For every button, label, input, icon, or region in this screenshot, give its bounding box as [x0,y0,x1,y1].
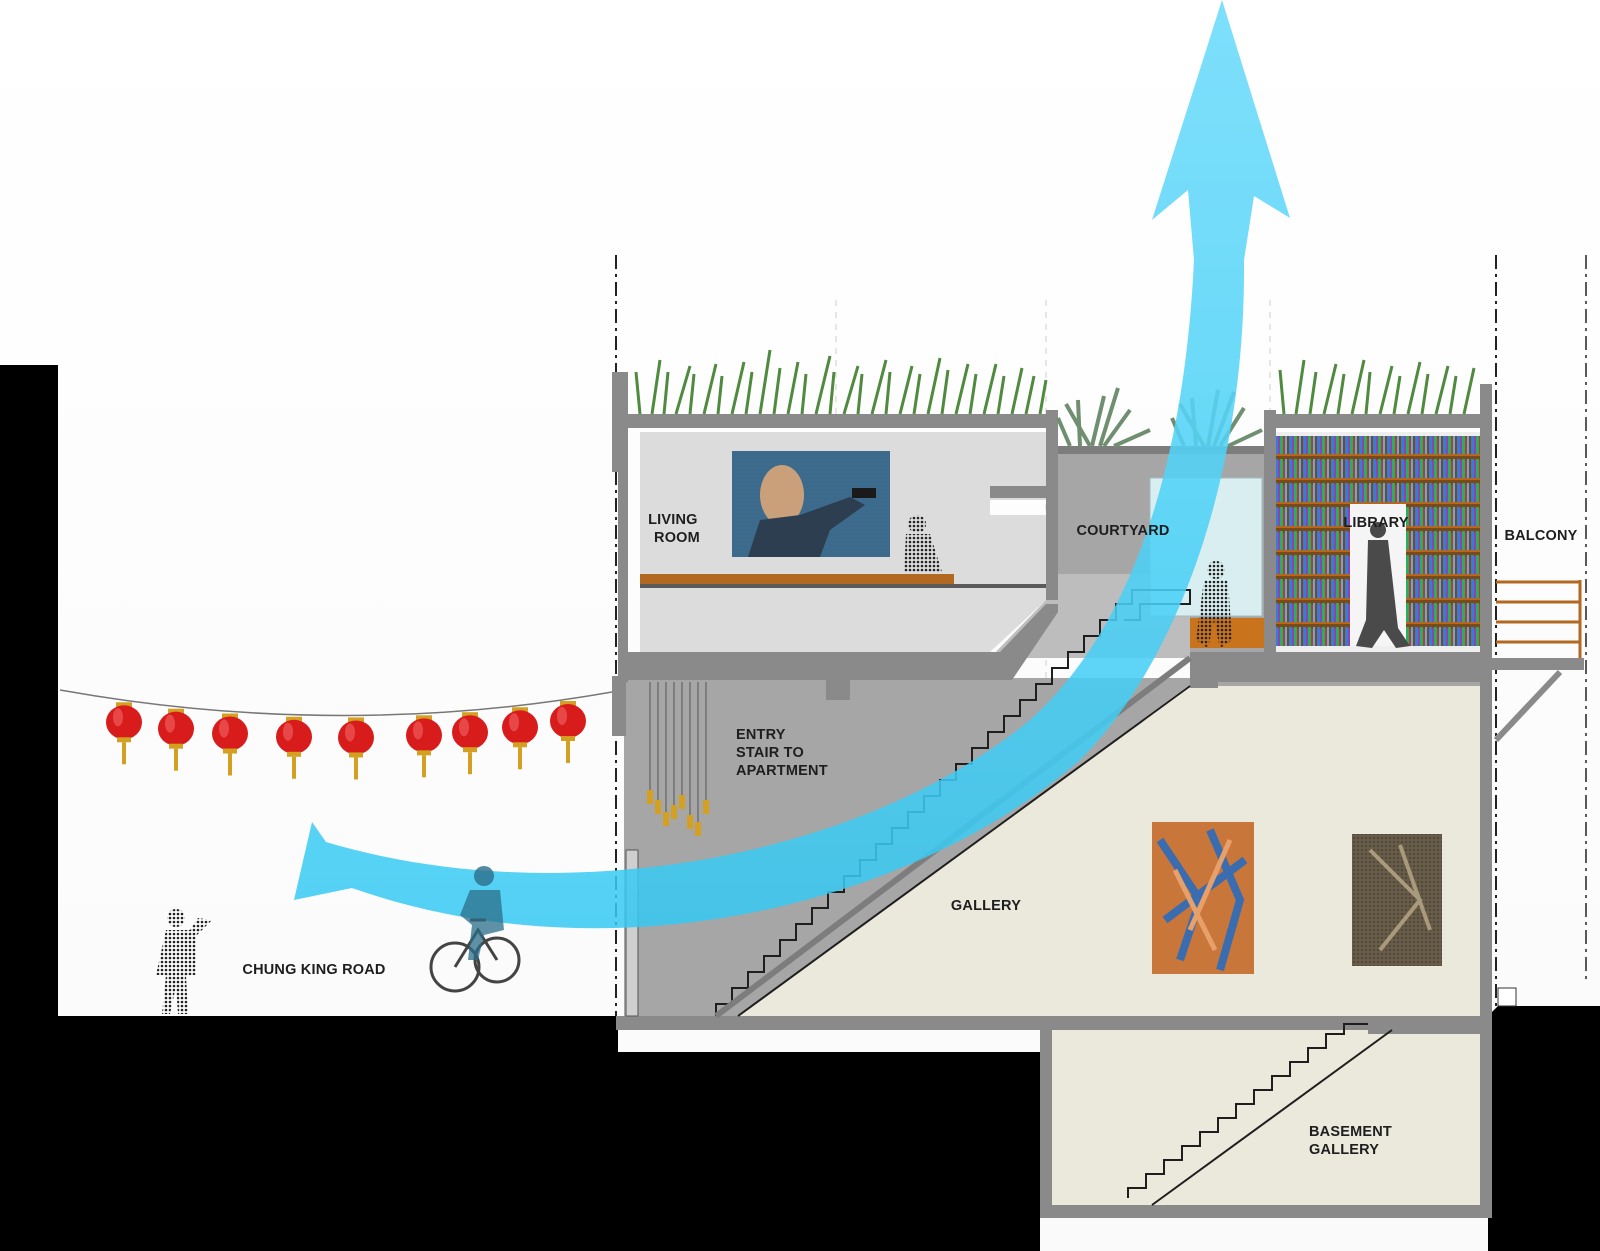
lantern [212,713,248,776]
lantern [106,702,142,765]
lantern-icon [106,701,586,780]
person-cyclist [429,866,521,993]
gallery-painting-right [1352,834,1442,966]
living-room-bench [640,574,954,584]
lantern [338,717,374,780]
structure [612,372,1492,1056]
person-living-room [904,515,942,572]
ground-right [1488,1006,1600,1251]
gallery-painting-left [1152,822,1254,974]
label-gallery: GALLERY [951,898,1021,914]
lantern [502,707,538,770]
gallery-room [740,686,1480,1016]
lantern [158,708,194,771]
label-courtyard: COURTYARD [1076,523,1169,539]
label-library: LIBRARY [1343,515,1408,531]
label-balcony: BALCONY [1504,528,1577,544]
lantern [276,716,312,779]
basement-staircase [1127,1023,1393,1206]
plant-icon [634,349,1476,415]
person-child [156,909,212,1014]
lantern [452,712,488,775]
lantern-string [59,689,613,717]
ground [0,1016,1040,1251]
label-basement-gallery: BASEMENT GALLERY [1309,1124,1396,1158]
projection-screen [732,451,890,557]
neighbor-building-left [0,365,58,1025]
balcony [1492,580,1584,1007]
living-room-bench-base [640,584,1046,588]
ground-floor-slab [616,1016,1492,1030]
pendant-lights [647,682,709,836]
lantern [406,715,442,778]
lantern [550,701,586,764]
label-living-room: LIVING ROOM [648,512,702,546]
person-courtyard [1196,561,1232,648]
person-library [1356,522,1410,648]
label-street: CHUNG KING ROAD [242,962,385,978]
label-entry-stair: ENTRY STAIR TO APARTMENT [736,727,828,779]
basement-room [1052,1030,1480,1205]
